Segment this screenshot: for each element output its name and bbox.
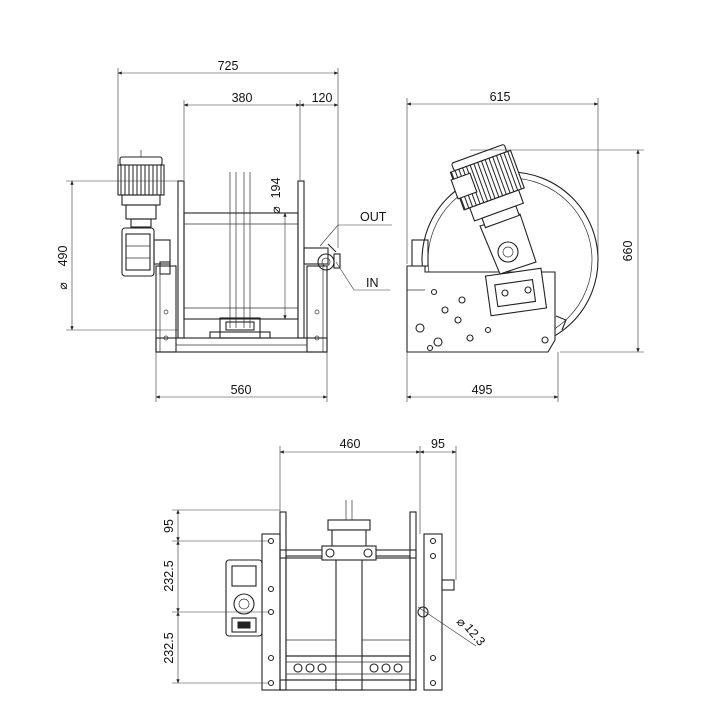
dim-120: 120 xyxy=(312,91,333,105)
front-right-flange xyxy=(297,180,305,339)
top-swivel xyxy=(441,579,455,591)
dim-460: 460 xyxy=(340,437,361,451)
top-view: 460 95 95 232.5 232.5 12.3 ⌀ xyxy=(162,437,488,691)
dim-615: 615 xyxy=(490,90,511,104)
front-guide xyxy=(209,317,271,339)
dim-12-3: 12.3 xyxy=(462,621,488,649)
side-motor-terminal-box xyxy=(450,172,478,200)
dim-725: 725 xyxy=(218,59,239,73)
label-out: OUT xyxy=(360,210,387,224)
side-outlet xyxy=(555,315,567,331)
dim-232-5-b: 232.5 xyxy=(162,632,176,663)
top-hole-12-3 xyxy=(417,606,429,618)
side-frame-holes xyxy=(415,288,549,352)
top-gearmotor xyxy=(225,559,263,637)
diameter-symbol-194: ⌀ xyxy=(269,206,283,214)
front-left-flange xyxy=(177,180,185,339)
front-drum xyxy=(183,172,299,328)
label-in: IN xyxy=(366,276,379,290)
top-frame-holes xyxy=(267,537,437,687)
front-motor xyxy=(117,150,165,228)
top-roller-row xyxy=(279,655,417,691)
top-left-flange xyxy=(279,511,287,691)
dim-95-left: 95 xyxy=(162,519,176,533)
top-right-frame xyxy=(423,533,443,691)
front-view: 725 380 120 560 490 ⌀ 194 ⌀ OUT IN xyxy=(56,59,392,402)
dim-95-top: 95 xyxy=(431,437,445,451)
front-right-support xyxy=(306,265,328,353)
dim-490: 490 xyxy=(56,246,70,267)
front-swivel-joint xyxy=(303,243,341,271)
front-gearbox xyxy=(121,227,171,277)
diameter-symbol-490: ⌀ xyxy=(56,282,70,290)
side-view: 615 660 495 xyxy=(406,90,644,402)
dim-232-5-a: 232.5 xyxy=(162,560,176,591)
top-guide-arm xyxy=(321,500,377,691)
top-right-flange xyxy=(409,511,417,691)
dim-380: 380 xyxy=(232,91,253,105)
dim-194: 194 xyxy=(269,178,283,199)
side-gearbox xyxy=(479,213,548,317)
dim-495: 495 xyxy=(472,383,493,397)
dim-560: 560 xyxy=(231,383,252,397)
front-left-support xyxy=(155,265,177,353)
dim-660: 660 xyxy=(621,241,635,262)
